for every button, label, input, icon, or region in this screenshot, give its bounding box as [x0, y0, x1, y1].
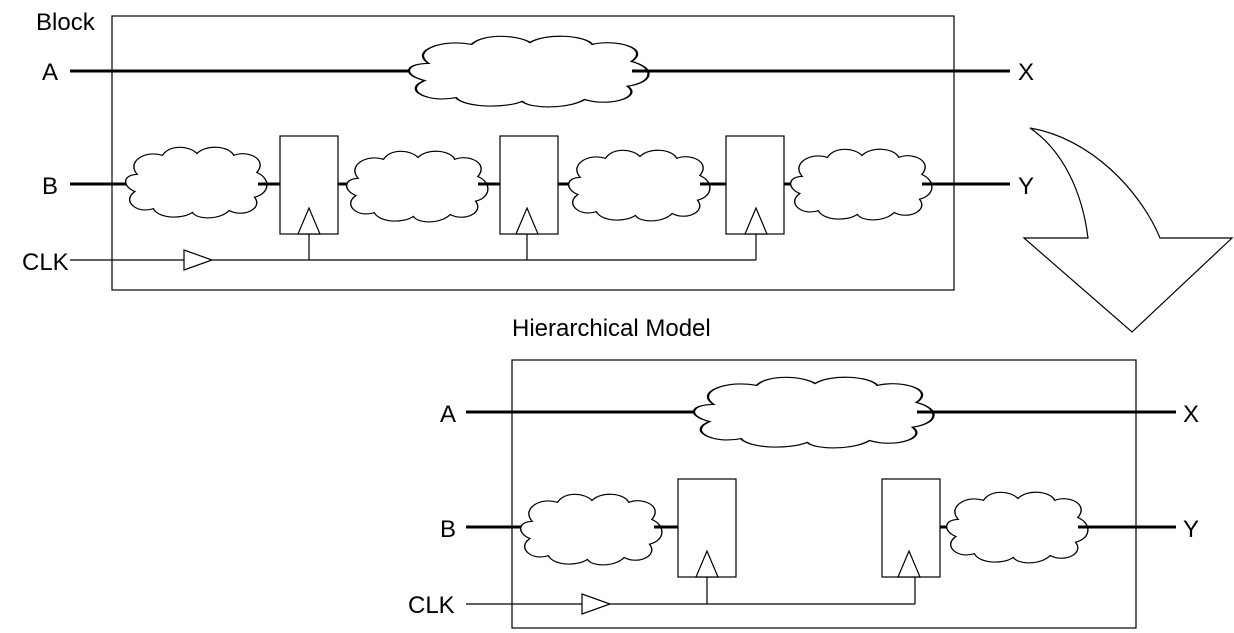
model-title: Hierarchical Model	[512, 315, 711, 342]
block-logic-cloud-4	[789, 148, 933, 221]
block-logic-cloud-2	[345, 150, 489, 223]
model-input-a: A	[440, 401, 456, 428]
block-logic-cloud-ax	[407, 35, 650, 109]
block-input-b: B	[42, 173, 58, 200]
transform-arrow-icon	[1022, 127, 1234, 333]
model-diagram: Hierarchical Model A X B Y CLK	[408, 315, 1199, 629]
block-diagram: Block A X B Y CLK	[22, 9, 1034, 291]
model-input-clk: CLK	[408, 592, 455, 619]
model-output-x: X	[1183, 401, 1199, 428]
model-clock-buffer-icon	[581, 593, 612, 615]
block-logic-cloud-3	[567, 149, 711, 222]
block-output-y: Y	[1018, 173, 1034, 200]
block-logic-cloud-1	[124, 146, 268, 219]
block-input-a: A	[42, 59, 58, 86]
model-logic-cloud-1	[519, 493, 663, 566]
block-input-clk: CLK	[22, 249, 69, 276]
model-register-2-clock-icon	[897, 549, 921, 578]
model-logic-cloud-2	[945, 491, 1089, 564]
model-input-b: B	[440, 516, 456, 543]
block-title: Block	[36, 9, 96, 36]
block-output-x: X	[1018, 59, 1034, 86]
block-clock-buffer-icon	[183, 249, 214, 271]
model-logic-cloud-ax	[692, 376, 935, 450]
model-output-y: Y	[1183, 516, 1199, 543]
